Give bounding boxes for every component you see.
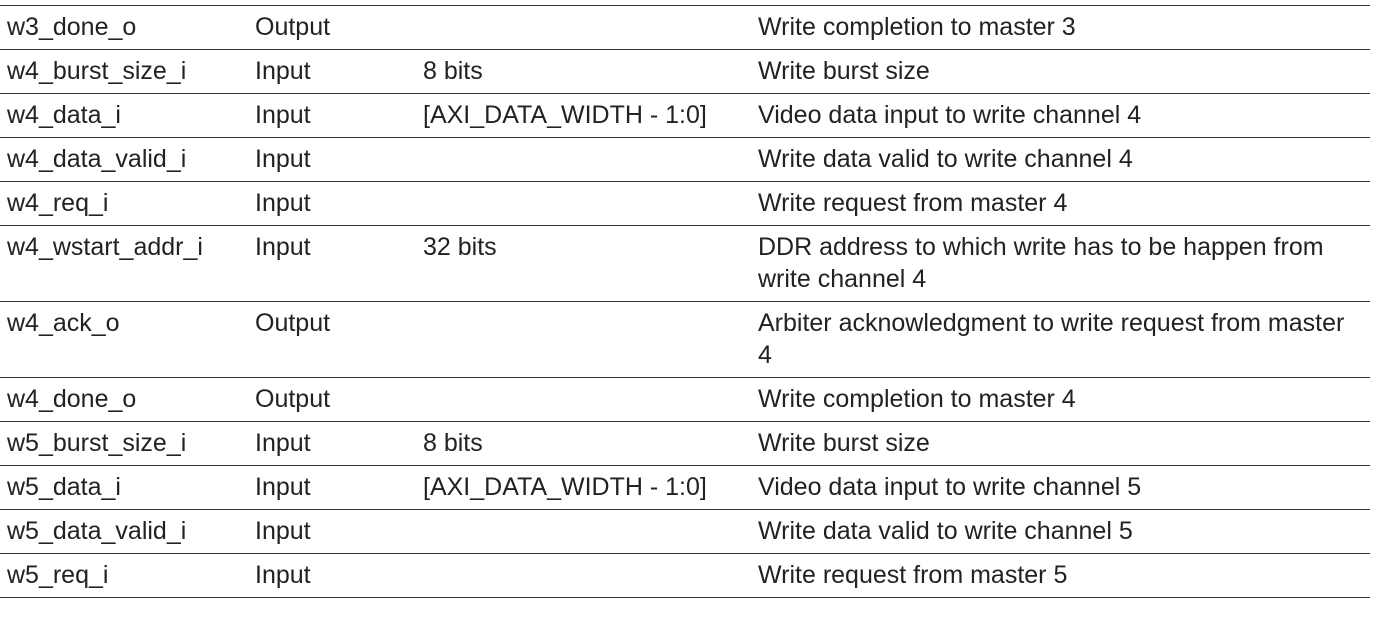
signal-width (416, 377, 751, 422)
signal-width: 8 bits (416, 49, 751, 94)
signal-name: w4_ack_o (0, 301, 248, 378)
signal-direction: Output (248, 301, 416, 378)
signal-width (416, 509, 751, 554)
signal-direction: Input (248, 509, 416, 554)
signal-name: w5_burst_size_i (0, 421, 248, 466)
table-row: w5_burst_size_i Input 8 bits Write burst… (0, 421, 1370, 466)
signal-name: w4_wstart_addr_i (0, 225, 248, 302)
signal-width: 8 bits (416, 421, 751, 466)
table-row: w4_done_o Output Write completion to mas… (0, 377, 1370, 422)
signal-description: Write data valid to write channel 5 (751, 509, 1370, 554)
signal-description: Write completion to master 4 (751, 377, 1370, 422)
signal-width: 32 bits (416, 225, 751, 302)
signal-width: [AXI_DATA_WIDTH - 1:0] (416, 465, 751, 510)
signal-description: DDR address to which write has to be hap… (751, 225, 1370, 302)
table-row: w4_req_i Input Write request from master… (0, 181, 1370, 226)
signal-description: Write completion to master 3 (751, 5, 1370, 50)
table-row: w4_burst_size_i Input 8 bits Write burst… (0, 49, 1370, 94)
signal-description: Arbiter acknowledgment to write request … (751, 301, 1370, 378)
signal-description: Write burst size (751, 49, 1370, 94)
signal-direction: Input (248, 553, 416, 598)
table-row: w4_data_valid_i Input Write data valid t… (0, 137, 1370, 182)
signal-direction: Input (248, 181, 416, 226)
table-row: w4_wstart_addr_i Input 32 bits DDR addre… (0, 225, 1370, 302)
signal-name: w4_burst_size_i (0, 49, 248, 94)
table-row: w4_ack_o Output Arbiter acknowledgment t… (0, 301, 1370, 378)
signal-direction: Output (248, 5, 416, 50)
signal-width (416, 301, 751, 378)
signal-direction: Output (248, 377, 416, 422)
table-row: w3_done_o Output Write completion to mas… (0, 5, 1370, 50)
signal-direction: Input (248, 421, 416, 466)
table-row: w5_req_i Input Write request from master… (0, 553, 1370, 598)
signal-description: Write data valid to write channel 4 (751, 137, 1370, 182)
signal-name: w4_done_o (0, 377, 248, 422)
signal-description: Video data input to write channel 5 (751, 465, 1370, 510)
signal-table: w3_done_o Output Write completion to mas… (0, 5, 1370, 598)
signal-description: Video data input to write channel 4 (751, 93, 1370, 138)
signal-description: Write burst size (751, 421, 1370, 466)
signal-name: w4_req_i (0, 181, 248, 226)
signal-name: w3_done_o (0, 5, 248, 50)
signal-width (416, 181, 751, 226)
signal-name: w5_data_valid_i (0, 509, 248, 554)
signal-description: Write request from master 4 (751, 181, 1370, 226)
signal-description: Write request from master 5 (751, 553, 1370, 598)
signal-direction: Input (248, 137, 416, 182)
signal-direction: Input (248, 49, 416, 94)
signal-name: w4_data_i (0, 93, 248, 138)
signal-direction: Input (248, 465, 416, 510)
signal-width (416, 137, 751, 182)
signal-width (416, 553, 751, 598)
signal-width (416, 5, 751, 50)
signal-direction: Input (248, 225, 416, 302)
signal-name: w5_data_i (0, 465, 248, 510)
signal-name: w5_req_i (0, 553, 248, 598)
signal-name: w4_data_valid_i (0, 137, 248, 182)
table-row: w4_data_i Input [AXI_DATA_WIDTH - 1:0] V… (0, 93, 1370, 138)
signal-width: [AXI_DATA_WIDTH - 1:0] (416, 93, 751, 138)
table-row: w5_data_valid_i Input Write data valid t… (0, 509, 1370, 554)
table-row: w5_data_i Input [AXI_DATA_WIDTH - 1:0] V… (0, 465, 1370, 510)
signal-direction: Input (248, 93, 416, 138)
